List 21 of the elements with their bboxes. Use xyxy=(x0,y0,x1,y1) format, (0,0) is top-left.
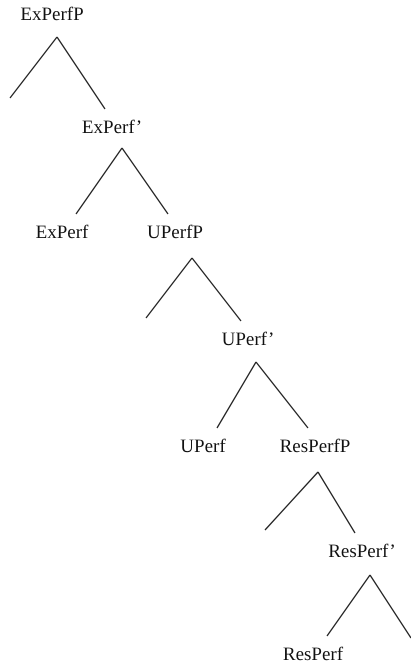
tree-branch xyxy=(317,472,356,534)
tree-node-label: UPerf’ xyxy=(222,329,274,351)
tree-branch xyxy=(326,574,371,636)
tree-node-label: UPerfP xyxy=(147,222,203,244)
tree-branch xyxy=(121,148,169,214)
tree-node-label: UPerf xyxy=(180,436,226,458)
tree-node-label: ExPerfP xyxy=(20,4,84,26)
tree-branch xyxy=(216,362,257,428)
tree-node-label: ResPerfP xyxy=(280,436,350,458)
tree-branch xyxy=(369,574,411,638)
tree-branch xyxy=(9,36,58,98)
tree-branch xyxy=(255,362,309,428)
tree-branch xyxy=(56,36,106,110)
tree-branch xyxy=(264,472,318,530)
tree-node-label: ResPerf xyxy=(282,644,344,666)
tree-node-label: ResPerf’ xyxy=(328,541,396,563)
tree-node-label: ExPerf xyxy=(36,222,88,244)
tree-branch xyxy=(145,258,193,318)
tree-branch xyxy=(191,258,242,322)
tree-node-label: ExPerf’ xyxy=(82,117,142,139)
tree-branch xyxy=(75,148,123,214)
